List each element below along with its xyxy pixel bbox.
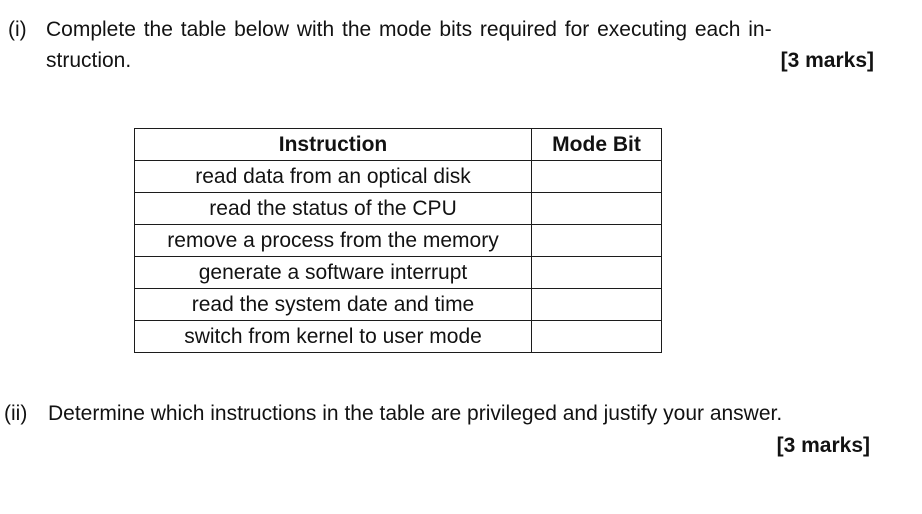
table-row: generate a software interrupt xyxy=(134,256,662,289)
mode-bit-cell xyxy=(531,160,662,193)
column-header-instruction: Instruction xyxy=(134,128,532,161)
instruction-cell: read the system date and time xyxy=(134,288,532,321)
question-i-text-line2: struction. xyxy=(46,49,132,72)
instruction-cell: read data from an optical disk xyxy=(134,160,532,193)
question-ii-label: (ii) xyxy=(4,402,28,425)
instruction-cell: generate a software interrupt xyxy=(134,256,532,289)
table-row: switch from kernel to user mode xyxy=(134,320,662,353)
table-row: read the status of the CPU xyxy=(134,192,662,225)
table-row: remove a process from the memory xyxy=(134,224,662,257)
mode-bit-cell xyxy=(531,320,662,353)
mode-bit-cell xyxy=(531,224,662,257)
mode-bit-table: Instruction Mode Bit read data from an o… xyxy=(134,128,662,353)
table-row: read the system date and time xyxy=(134,288,662,321)
instruction-cell: switch from kernel to user mode xyxy=(134,320,532,353)
question-ii-marks: [3 marks] xyxy=(776,434,870,457)
mode-bit-cell xyxy=(531,192,662,225)
question-i-label: (i) xyxy=(8,18,27,41)
question-i: (i) Complete the table below with the mo… xyxy=(8,14,874,76)
mode-bit-cell xyxy=(531,288,662,321)
instruction-cell: remove a process from the memory xyxy=(134,224,532,257)
question-i-marks: [3 marks] xyxy=(780,49,874,72)
question-i-text-line2-row: struction. [3 marks] xyxy=(46,45,874,76)
column-header-mode-bit: Mode Bit xyxy=(531,128,662,161)
table-header-row: Instruction Mode Bit xyxy=(134,128,662,161)
question-ii: (ii) Determine which instructions in the… xyxy=(4,398,872,429)
question-ii-body: Determine which instructions in the tabl… xyxy=(48,398,872,429)
mode-bit-cell xyxy=(531,256,662,289)
instruction-cell: read the status of the CPU xyxy=(134,192,532,225)
question-i-text-line1: Complete the table below with the mode b… xyxy=(46,18,772,41)
question-i-body: Complete the table below with the mode b… xyxy=(46,14,874,76)
table-row: read data from an optical disk xyxy=(134,160,662,193)
question-ii-text: Determine which instructions in the tabl… xyxy=(48,402,783,425)
